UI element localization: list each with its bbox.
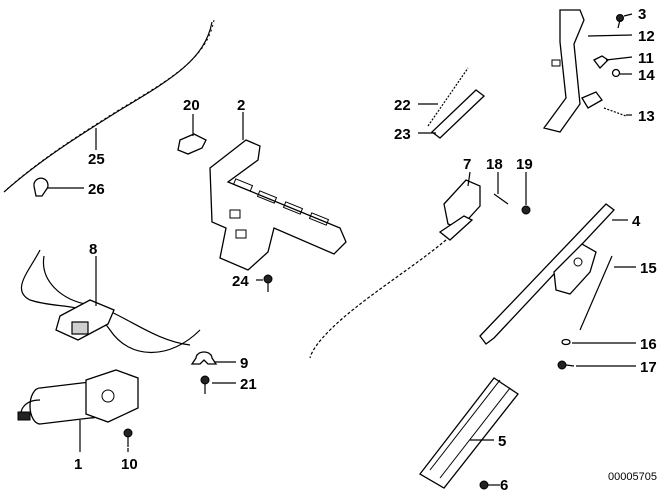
part-15-rod: [579, 255, 613, 331]
part-24-screw: [263, 274, 273, 292]
callout-3: 3: [638, 6, 646, 23]
callout-2: 2: [237, 97, 245, 114]
part-25-cable: [3, 19, 215, 193]
callout-11: 11: [638, 50, 654, 67]
part-14-nut: [611, 68, 621, 78]
callout-14: 14: [638, 67, 655, 84]
part-11-bolt: [593, 55, 610, 69]
callout-18: 18: [486, 156, 503, 173]
callout-12: 12: [638, 28, 655, 45]
callout-23: 23: [394, 126, 411, 143]
callout-20: 20: [183, 97, 200, 114]
leader-lines: [48, 13, 636, 486]
bowden-cable: [309, 239, 447, 359]
part-26-clip: [33, 177, 49, 197]
part-21-screw: [200, 375, 210, 394]
part-7-slider: [438, 179, 481, 241]
part-6-screw: [479, 480, 496, 490]
part-16-clip: [561, 338, 571, 346]
part-13-spring: [581, 91, 627, 117]
part-17-screw: [557, 360, 575, 370]
callout-1: 1: [74, 456, 82, 473]
part-4-regulator: [479, 203, 615, 345]
callout-19: 19: [516, 156, 533, 173]
callout-9: 9: [240, 355, 248, 372]
part-18-pin: [493, 193, 509, 205]
part-9-clip: [190, 351, 218, 365]
callout-25: 25: [88, 151, 105, 168]
part-8-wiring-harness: [20, 249, 201, 353]
part-20-bracket: [177, 133, 207, 155]
callout-16: 16: [640, 336, 657, 353]
part-19-nut: [521, 205, 531, 215]
callout-8: 8: [89, 241, 97, 258]
callout-17: 17: [640, 359, 657, 376]
document-number: 00005705: [608, 471, 657, 483]
callout-5: 5: [498, 433, 506, 450]
callout-4: 4: [632, 213, 641, 230]
callout-7: 7: [463, 156, 471, 173]
part-1-motor: [17, 369, 139, 425]
part-2-bracket: [209, 139, 347, 271]
callout-15: 15: [640, 260, 657, 277]
callout-10: 10: [121, 456, 138, 473]
callout-21: 21: [240, 376, 257, 393]
part-12-bracket: [542, 9, 585, 133]
callout-13: 13: [638, 108, 655, 125]
part-22-spring: [427, 67, 469, 127]
part-3-screw: [616, 14, 624, 29]
part-23-tube: [430, 89, 486, 139]
callout-24: 24: [232, 273, 249, 290]
part-10-screw: [123, 428, 133, 447]
callout-22: 22: [394, 97, 411, 114]
callout-6: 6: [500, 477, 508, 494]
callout-26: 26: [88, 181, 105, 198]
part-5-channel: [419, 377, 519, 489]
